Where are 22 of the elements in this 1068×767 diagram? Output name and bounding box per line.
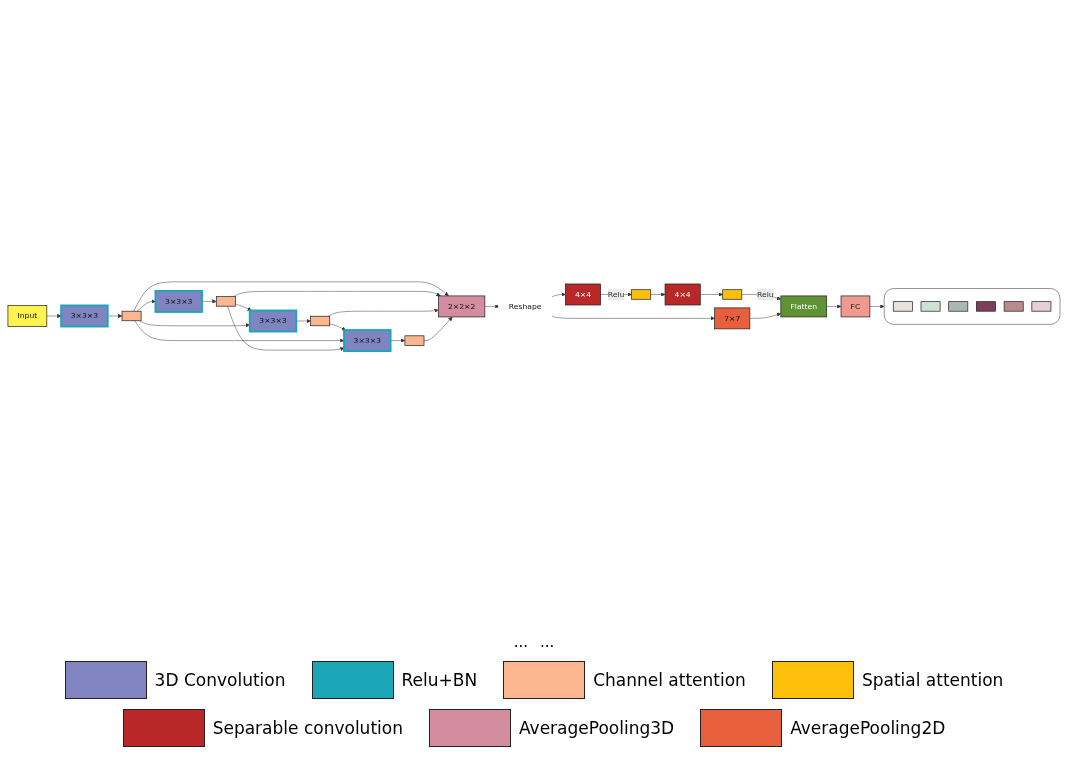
node-box <box>892 301 913 312</box>
node-box <box>948 301 969 312</box>
legend-label: Spatial attention <box>861 670 1004 690</box>
legend-label: Relu+BN <box>401 670 478 690</box>
legend-label: Channel attention <box>593 670 746 690</box>
node-box <box>722 289 743 300</box>
node-box <box>1031 301 1052 312</box>
legend-label: 3D Convolution <box>154 670 286 690</box>
node-box <box>920 301 941 312</box>
cluster <box>884 288 1061 325</box>
legend-label: Separable convolution <box>212 718 403 738</box>
ellipsis-text: ... <box>513 633 528 651</box>
node-box <box>1003 301 1024 312</box>
ellipsis-text: ... <box>540 633 555 651</box>
node-box <box>215 296 236 307</box>
node-box <box>976 301 996 312</box>
node-box <box>631 289 652 300</box>
node-box <box>121 310 142 322</box>
node-box <box>404 335 425 346</box>
legend-label: AveragePooling2D <box>790 718 946 738</box>
legend-label: AveragePooling3D <box>518 718 675 738</box>
node-box <box>310 315 331 327</box>
